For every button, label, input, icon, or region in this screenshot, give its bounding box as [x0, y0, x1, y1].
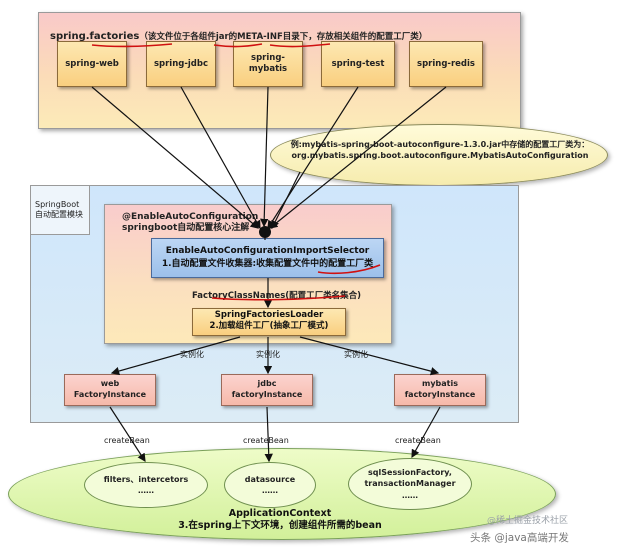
- factory-line-1: mybatis: [421, 379, 458, 389]
- spring-factories-title: spring.factories（该文件位于各组件jar的META-INF目录下…: [50, 30, 510, 42]
- auto-config-annotation: @EnableAutoConfiguration springboot自动配置核…: [122, 212, 258, 235]
- bean-line-1: sqlSessionFactory,: [368, 468, 452, 478]
- example-callout: [270, 124, 608, 186]
- loader-name: SpringFactoriesLoader: [214, 310, 324, 320]
- bean-line-2: ……: [138, 486, 154, 495]
- example-callout-text: 例:mybatis-spring-boot-autoconfigure-1.3.…: [290, 140, 590, 162]
- bean-line-3: ……: [401, 490, 418, 500]
- red-highlight-marks: [91, 43, 381, 301]
- connector-redis-to-core: [269, 86, 447, 229]
- connector-mybatis-to-bean: [411, 406, 441, 459]
- spring-factories-description: （该文件位于各组件jar的META-INF目录下，存放相关组件的配置工厂类）: [139, 32, 428, 42]
- connector-callout-to-core: [271, 171, 301, 230]
- connector-web-to-bean: [109, 406, 146, 463]
- module-spring-redis: spring-redis: [409, 41, 483, 87]
- connector-loader-to-mybatis: [299, 336, 440, 376]
- spring-factories-filename: spring.factories: [50, 31, 140, 42]
- annotation-description: springboot自动配置核心注解: [122, 223, 250, 234]
- springboot-tag-line-2: 自动配置模块: [35, 210, 83, 220]
- connector-jdbc-to-bean: [264, 406, 273, 463]
- annotation-name: @EnableAutoConfiguration: [122, 212, 259, 222]
- module-spring-test: spring-test: [321, 41, 395, 87]
- bean-filters-interceptors: filters、intercetors ……: [84, 462, 208, 508]
- connector-loader-to-web: [110, 336, 241, 376]
- module-label: spring-web: [65, 58, 119, 69]
- module-label: spring-redis: [417, 58, 475, 69]
- module-spring-web: spring-web: [57, 41, 127, 87]
- connector-mybatis-to-core: [260, 86, 269, 228]
- module-label: spring- mybatis: [248, 53, 288, 74]
- factory-line-1: web: [100, 379, 120, 389]
- callout-line-2: org.mybatis.spring.boot.autoconfigure.My…: [291, 150, 589, 160]
- application-context-label: ApplicationContext 3.在spring上下文环境，创建组件所需…: [130, 508, 430, 533]
- create-bean-label-web: createBean: [104, 436, 150, 445]
- instantiate-label-web: 实例化: [180, 350, 204, 359]
- application-context-subtitle: 3.在spring上下文环境，创建组件所需的bean: [178, 520, 382, 532]
- factory-line-2: factoryInstance: [231, 390, 303, 399]
- bean-line-2: transactionManager: [364, 479, 456, 489]
- connector-jdbc-to-core: [180, 86, 261, 230]
- connector-web-to-core: [91, 86, 259, 229]
- module-spring-jdbc: spring-jdbc: [146, 41, 216, 87]
- bean-line-2: ……: [261, 486, 278, 495]
- module-label: spring-jdbc: [153, 58, 209, 69]
- create-bean-label-mybatis: createBean: [395, 436, 441, 445]
- connector-test-to-core: [267, 86, 359, 230]
- bean-line-1: filters、intercetors: [103, 474, 189, 484]
- application-context-title: ApplicationContext: [228, 508, 332, 519]
- module-spring-mybatis: spring- mybatis: [233, 41, 303, 87]
- factory-line-1: jdbc: [257, 379, 277, 389]
- import-selector-name: EnableAutoConfigurationImportSelector: [165, 246, 370, 256]
- spring-factories-loader-box: SpringFactoriesLoader 2.加载组件工厂(抽象工厂模式): [192, 308, 346, 336]
- bean-datasource: datasource ……: [224, 462, 316, 508]
- instantiate-label-mybatis: 实例化: [344, 350, 368, 359]
- import-selector-description: 1.自动配置文件收集器:收集配置文件中的配置工厂类: [161, 259, 374, 270]
- watermark-site: @稀土掘金技术社区: [487, 516, 569, 526]
- springboot-tag-line-1: SpringBoot: [35, 200, 80, 209]
- loader-description: 2.加载组件工厂(抽象工厂模式): [209, 321, 329, 332]
- bean-line-1: datasource: [244, 474, 296, 484]
- callout-line-1: 例:mybatis-spring-boot-autoconfigure-1.3.…: [290, 140, 590, 149]
- watermark-author: 头条 @java高端开发: [470, 532, 569, 544]
- import-selector-box: EnableAutoConfigurationImportSelector 1.…: [151, 238, 384, 278]
- module-label: spring-test: [331, 58, 385, 69]
- factory-line-2: FactoryInstance: [73, 390, 147, 399]
- create-bean-label-jdbc: createBean: [243, 436, 289, 445]
- springboot-module-tag: SpringBoot 自动配置模块: [30, 185, 90, 235]
- factory-class-names-label: FactoryClassNames(配置工厂类名集合): [192, 291, 362, 301]
- bean-sqlsession-transaction: sqlSessionFactory,transactionManager……: [348, 458, 472, 510]
- factory-line-2: factoryInstance: [404, 390, 476, 399]
